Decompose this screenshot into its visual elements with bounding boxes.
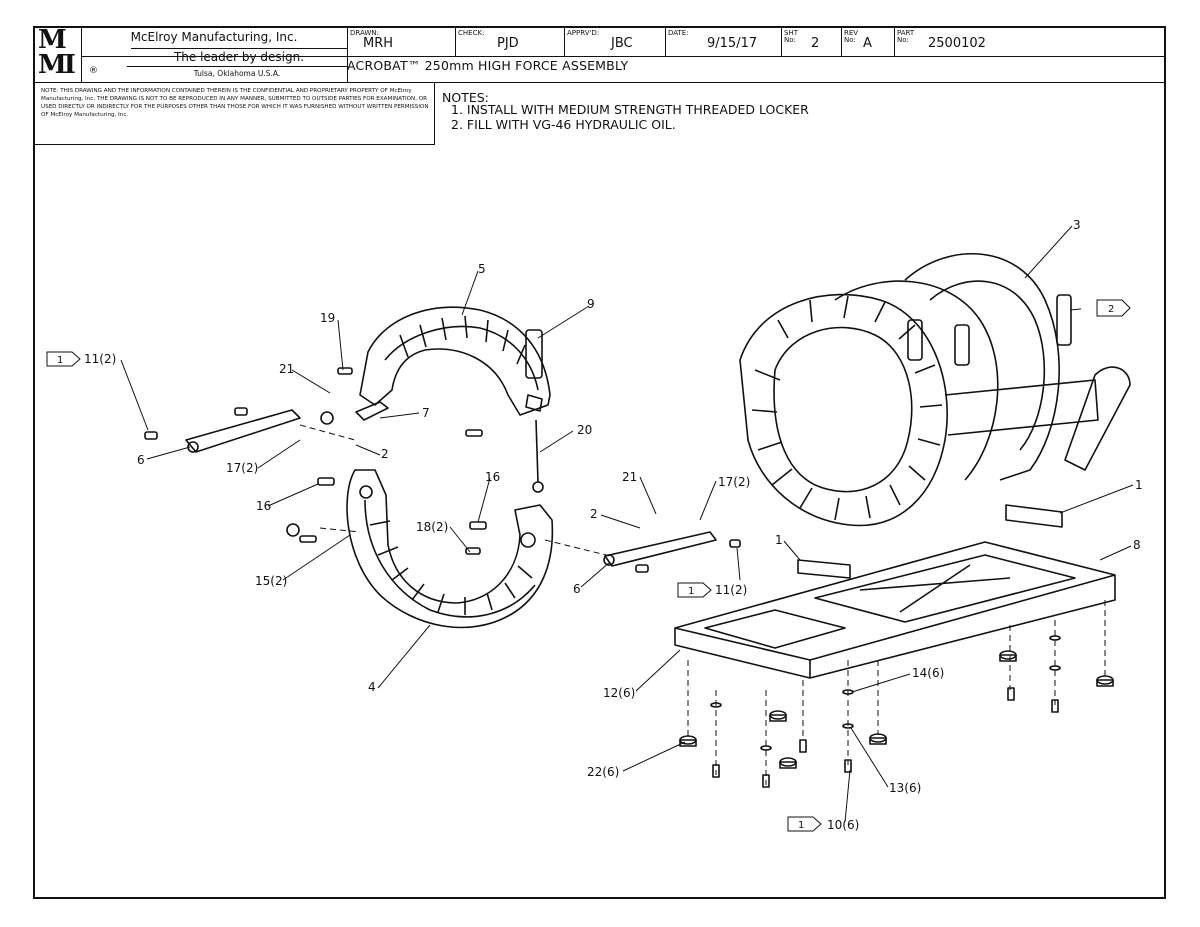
callout-1a: 1 bbox=[775, 533, 783, 547]
callout-6a: 6 bbox=[137, 453, 145, 467]
approved-field: APPRV'D: JBC bbox=[564, 28, 666, 56]
callout-18: 18(2) bbox=[416, 520, 448, 534]
part-label-1: PART bbox=[897, 29, 915, 37]
rod-part bbox=[535, 419, 539, 483]
block-part-left bbox=[797, 559, 851, 579]
callout-21b: 21 bbox=[622, 470, 637, 484]
drawn-field: DRAWN: MRH bbox=[347, 28, 456, 56]
handle-part bbox=[525, 329, 543, 379]
company-logo: M MI bbox=[35, 25, 82, 82]
callout-3: 3 bbox=[1073, 218, 1081, 232]
callout-6b: 6 bbox=[573, 582, 581, 596]
flag-number-2: 2 bbox=[1108, 304, 1114, 315]
leader-lines bbox=[120, 225, 1134, 823]
callout-1b: 1 bbox=[1135, 478, 1143, 492]
date-value: 9/15/17 bbox=[707, 36, 758, 51]
sheet-label-2: No: bbox=[784, 36, 796, 44]
part-label-2: No: bbox=[897, 36, 909, 44]
part-value: 2500102 bbox=[928, 36, 986, 51]
callout-13: 13(6) bbox=[889, 781, 921, 795]
notes-heading: NOTES: bbox=[442, 90, 489, 105]
callout-2a: 2 bbox=[381, 447, 389, 461]
company-location: Tulsa, Oklahoma U.S.A. bbox=[127, 66, 347, 78]
flag-number-1c: 1 bbox=[798, 820, 804, 831]
company-info: McElroy Manufacturing, Inc. The leader b… bbox=[81, 28, 348, 82]
logo-top-letters: M bbox=[38, 25, 67, 55]
callout-7: 7 bbox=[422, 406, 430, 420]
flag-number-1a: 1 bbox=[57, 355, 63, 366]
check-field: CHECK: PJD bbox=[455, 28, 565, 56]
note-flag-1b bbox=[677, 582, 712, 598]
callout-8: 8 bbox=[1133, 538, 1141, 552]
approved-value: JBC bbox=[611, 36, 633, 51]
assembly-lines bbox=[299, 424, 1106, 785]
callout-15: 15(2) bbox=[255, 574, 287, 588]
registered-mark: ® bbox=[89, 66, 98, 76]
rev-value: A bbox=[863, 36, 872, 51]
note-flag-2 bbox=[1096, 299, 1131, 317]
proprietary-notice-box: NOTE: THIS DRAWING AND THE INFORMATION C… bbox=[35, 82, 435, 145]
callout-12: 12(6) bbox=[603, 686, 635, 700]
callout-16b: 16 bbox=[485, 470, 500, 484]
feet-and-screws bbox=[679, 635, 1114, 788]
callout-2b: 2 bbox=[590, 507, 598, 521]
callout-19: 19 bbox=[320, 311, 335, 325]
carriage-assembly-part bbox=[739, 252, 1131, 527]
date-field: DATE: 9/15/17 bbox=[665, 28, 782, 56]
rev-label-2: No: bbox=[844, 36, 856, 44]
callout-labels: 3 5 9 19 21 7 20 2 6 17(2) 16 16 18(2) 1… bbox=[57, 218, 1143, 832]
callout-11b: 11(2) bbox=[715, 583, 747, 597]
callout-9: 9 bbox=[587, 297, 595, 311]
lower-jaw-part bbox=[346, 469, 554, 629]
title-block-row-1 bbox=[35, 28, 1166, 57]
upper-jaw-part bbox=[359, 306, 551, 416]
right-link-part bbox=[604, 531, 717, 567]
note-flag-1c bbox=[787, 816, 822, 832]
callout-17a: 17(2) bbox=[226, 461, 258, 475]
callout-4: 4 bbox=[368, 680, 376, 694]
callout-17b: 17(2) bbox=[718, 475, 750, 489]
callout-5: 5 bbox=[478, 262, 486, 276]
callout-16a: 16 bbox=[256, 499, 271, 513]
approved-label: APPRV'D: bbox=[567, 29, 600, 37]
callout-20: 20 bbox=[577, 423, 592, 437]
callout-22: 22(6) bbox=[587, 765, 619, 779]
callout-11a: 11(2) bbox=[84, 352, 116, 366]
logo-bottom-letters: MI bbox=[38, 50, 76, 80]
company-name: McElroy Manufacturing, Inc. bbox=[130, 30, 298, 44]
base-plate-part bbox=[674, 541, 1116, 679]
date-label: DATE: bbox=[668, 29, 689, 37]
callout-10: 10(6) bbox=[827, 818, 859, 832]
check-label: CHECK: bbox=[458, 29, 485, 37]
drawing-title: ACROBAT™ 250mm HIGH FORCE ASSEMBLY bbox=[347, 58, 629, 73]
title-block-row-2 bbox=[35, 56, 1166, 83]
sheet-value: 2 bbox=[811, 36, 820, 51]
proprietary-notice: NOTE: THIS DRAWING AND THE INFORMATION C… bbox=[41, 88, 429, 118]
flag-number-1b: 1 bbox=[688, 586, 694, 597]
note-flags bbox=[46, 299, 1131, 832]
link-plate-part bbox=[355, 401, 389, 421]
drawn-label: DRAWN: bbox=[350, 29, 379, 37]
sheet-label-1: SHT bbox=[784, 29, 798, 37]
drawing-sheet: M MI McElroy Manufacturing, Inc. The lea… bbox=[33, 26, 1166, 899]
note-2: 2. FILL WITH VG-46 HYDRAULIC OIL. bbox=[451, 117, 676, 132]
check-value: PJD bbox=[497, 36, 519, 51]
company-tagline: The leader by design. bbox=[131, 48, 347, 64]
callout-14: 14(6) bbox=[912, 666, 944, 680]
note-flag-1a bbox=[46, 351, 81, 367]
note-1: 1. INSTALL WITH MEDIUM STRENGTH THREADED… bbox=[451, 102, 809, 117]
rev-label-1: REV bbox=[844, 29, 859, 37]
left-link-part bbox=[185, 409, 301, 453]
callout-21a: 21 bbox=[279, 362, 294, 376]
drawn-value: MRH bbox=[363, 36, 394, 51]
block-part-right bbox=[1005, 504, 1063, 528]
